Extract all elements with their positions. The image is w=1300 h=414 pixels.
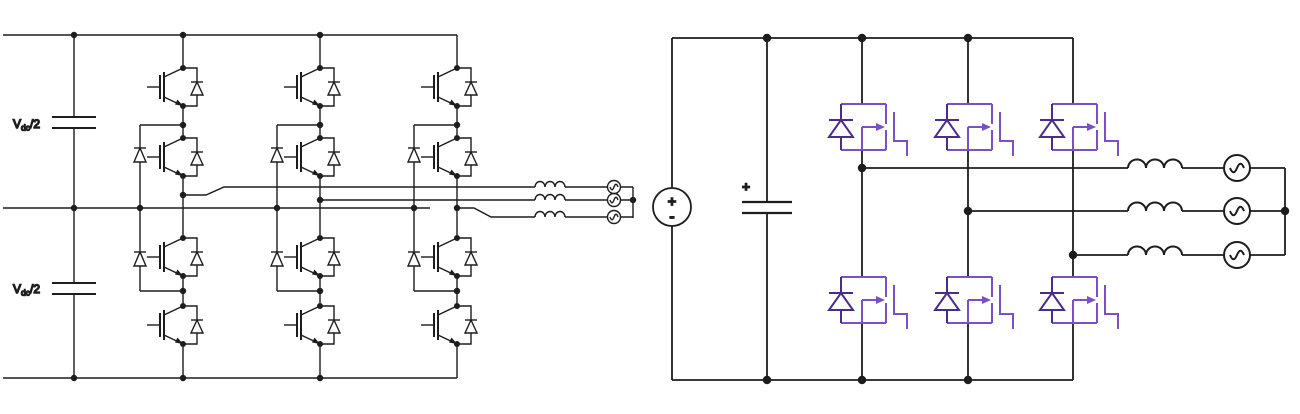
ac-source xyxy=(606,209,622,225)
mosfet-switch xyxy=(828,103,908,157)
igbt-switch xyxy=(283,63,341,111)
split-capacitor-upper xyxy=(51,116,97,129)
ac-source xyxy=(1223,197,1251,225)
igbt-switch xyxy=(146,63,204,111)
mosfet-switch xyxy=(1039,276,1119,330)
filter-inductor xyxy=(534,180,566,188)
dc-source-plus-sign: + xyxy=(668,193,676,209)
filter-inductor xyxy=(1127,158,1183,169)
two-level-mosfet-inverter-diagram: + - + xyxy=(652,33,1290,385)
igbt-switch xyxy=(420,133,478,181)
mosfet-switch xyxy=(828,276,908,330)
vdc-half-label-upper: Vdc/2 xyxy=(13,117,40,133)
mosfet-switch xyxy=(1039,103,1119,157)
igbt-switch xyxy=(146,133,204,181)
junction-dots xyxy=(762,33,1290,385)
igbt-switch xyxy=(420,63,478,111)
phase-a-output-wire xyxy=(183,186,633,196)
igbt-switch xyxy=(283,133,341,181)
junction-dots xyxy=(70,31,637,382)
ac-source xyxy=(606,192,622,208)
mosfet-switch xyxy=(934,103,1014,157)
filter-inductor xyxy=(1127,245,1183,256)
ac-source xyxy=(606,179,622,195)
vdc-half-label-lower: Vdc/2 xyxy=(13,282,40,298)
igbt-switch xyxy=(146,233,204,281)
igbt-switch xyxy=(283,301,341,349)
igbt-switch xyxy=(420,233,478,281)
phase-c-output-wire xyxy=(457,207,633,218)
filter-inductor xyxy=(534,193,566,201)
dc-link-capacitor xyxy=(740,200,794,215)
split-capacitor-lower xyxy=(51,282,97,295)
dc-source-minus-sign: - xyxy=(670,208,675,224)
ac-source xyxy=(1223,154,1251,182)
npc-three-level-igbt-inverter-diagram: Vdc/2 Vdc/2 xyxy=(3,31,637,382)
igbt-switch xyxy=(146,301,204,349)
filter-inductor xyxy=(534,210,566,218)
capacitor-polarity-plus: + xyxy=(742,179,750,194)
ac-source xyxy=(1223,241,1251,269)
dc-source: + - xyxy=(652,38,692,380)
mosfet-switch xyxy=(934,276,1014,330)
igbt-switch xyxy=(420,301,478,349)
filter-inductor xyxy=(1127,201,1183,212)
igbt-switch xyxy=(283,233,341,281)
